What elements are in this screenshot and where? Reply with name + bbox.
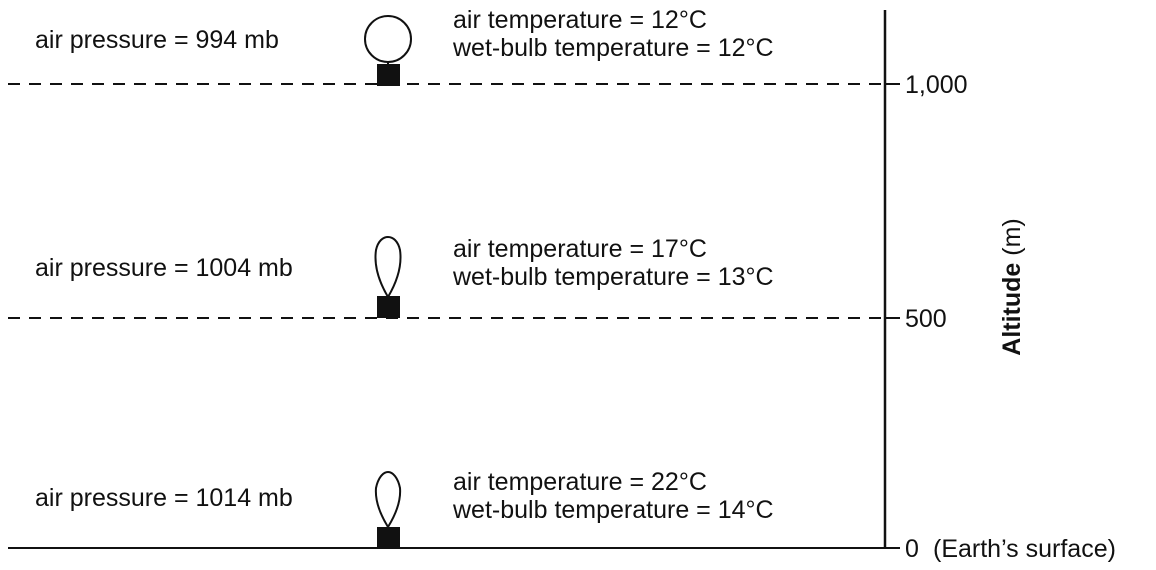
pressure-label-500: air pressure = 1004 mb: [35, 254, 293, 282]
balloon-teardrop-icon: [374, 235, 402, 299]
pressure-label-1000: air pressure = 994 mb: [35, 26, 279, 54]
balloon-small-teardrop-icon: [374, 470, 402, 529]
instrument-box-icon: [377, 527, 400, 549]
axis-title-bold: Altitude: [998, 263, 1026, 356]
instrument-box-icon: [377, 64, 400, 86]
surface-note: (Earth’s surface): [933, 535, 1116, 563]
air-temp-label-500: air temperature = 17°C: [453, 235, 707, 263]
wet-bulb-label-1000: wet-bulb temperature = 12°C: [452, 34, 774, 62]
balloon-round-icon: [364, 15, 412, 63]
air-temp-label-1000: air temperature = 12°C: [453, 6, 707, 34]
pressure-label-0: air pressure = 1014 mb: [35, 484, 293, 512]
tick-label-500: 500: [905, 305, 947, 333]
air-temp-label-0: air temperature = 22°C: [453, 468, 707, 496]
balloon-500: [374, 235, 402, 318]
tick-label-0: 0: [905, 535, 919, 563]
balloon-1000: [364, 15, 412, 86]
wet-bulb-label-500: wet-bulb temperature = 13°C: [452, 263, 774, 291]
wet-bulb-label-0: wet-bulb temperature = 14°C: [452, 496, 774, 524]
balloon-0: [374, 470, 402, 549]
tick-label-1000: 1,000: [905, 71, 968, 99]
axis-title: Altitude (m): [998, 218, 1026, 355]
instrument-box-icon: [377, 296, 400, 318]
axis-title-unit: (m): [998, 218, 1026, 262]
